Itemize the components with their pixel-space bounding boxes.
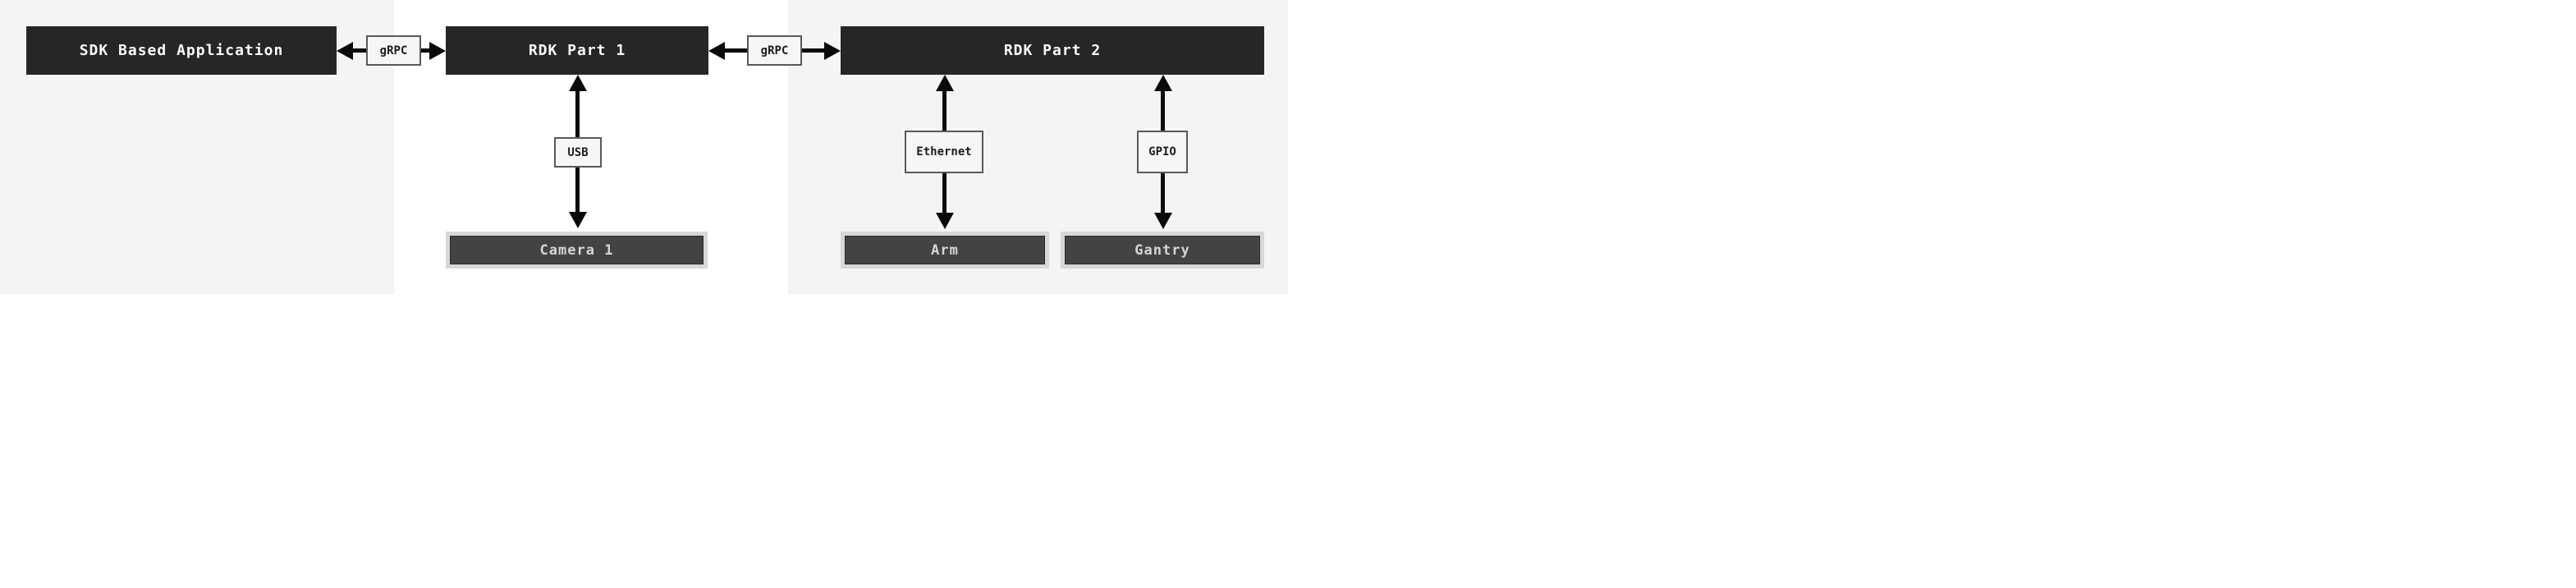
connector-label-usb: USB <box>554 137 602 168</box>
connector-label-grpc-1: gRPC <box>366 35 421 66</box>
camera-label: Camera 1 <box>539 241 614 259</box>
device-gantry: Gantry <box>1061 232 1264 269</box>
usb-label-text: USB <box>567 145 589 159</box>
grpc1-label-text: gRPC <box>379 44 408 57</box>
node-rdk-part-1: RDK Part 1 <box>446 26 708 75</box>
arrowhead-down-icon <box>568 212 587 228</box>
ethernet-label-text: Ethernet <box>916 145 972 158</box>
node-sdk-based-application: SDK Based Application <box>26 26 337 75</box>
device-arm: Arm <box>841 232 1049 269</box>
arrowhead-right-icon <box>824 41 841 60</box>
arm-label: Arm <box>931 241 959 259</box>
arrowhead-up-icon <box>1153 75 1172 91</box>
gpio-label-text: GPIO <box>1148 145 1176 158</box>
node-rdk1-label: RDK Part 1 <box>528 42 626 59</box>
node-rdk2-label: RDK Part 2 <box>1003 42 1102 59</box>
node-rdk-part-2: RDK Part 2 <box>841 26 1264 75</box>
connector-label-gpio: GPIO <box>1137 131 1188 173</box>
grpc2-label-text: gRPC <box>760 44 789 57</box>
arrowhead-left-icon <box>337 41 353 60</box>
connector-label-ethernet: Ethernet <box>905 131 983 173</box>
device-camera-inner: Camera 1 <box>450 236 704 264</box>
device-arm-inner: Arm <box>845 236 1045 264</box>
arrowhead-up-icon <box>568 75 587 91</box>
node-sdk-label: SDK Based Application <box>79 42 284 59</box>
arrowhead-up-icon <box>935 75 954 91</box>
arrowhead-down-icon <box>1153 213 1172 229</box>
device-camera-1: Camera 1 <box>446 232 708 269</box>
arrowhead-right-icon <box>429 41 446 60</box>
device-gantry-inner: Gantry <box>1065 236 1260 264</box>
arrowhead-down-icon <box>935 213 954 229</box>
gantry-label: Gantry <box>1134 241 1190 259</box>
connector-label-grpc-2: gRPC <box>747 35 802 66</box>
architecture-diagram: SDK Based Application RDK Part 1 RDK Par… <box>0 0 1288 294</box>
arrowhead-left-icon <box>708 41 725 60</box>
